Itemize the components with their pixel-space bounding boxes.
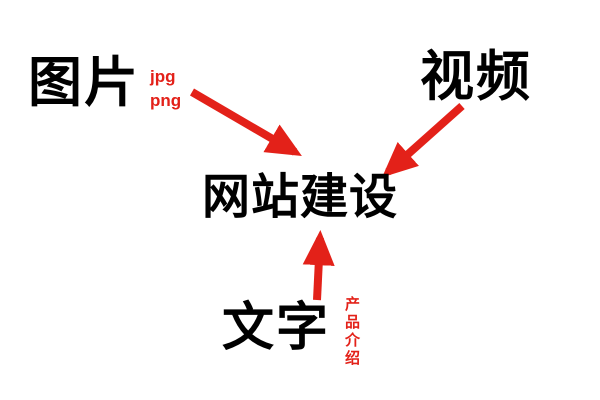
text-annotation-product-intro-label: 产品介绍: [343, 296, 360, 368]
node-video-label: 视频: [420, 47, 532, 107]
node-text-label: 文字: [222, 299, 331, 357]
images-format-png-label: png: [150, 91, 182, 110]
arrow-video-to-center-icon: [382, 103, 465, 178]
arrow-text-to-center-icon: [302, 230, 335, 301]
arrow-images-to-center-icon: [189, 88, 302, 157]
node-images-label: 图片: [28, 53, 140, 113]
node-center-label: 网站建设: [201, 171, 399, 224]
images-format-jpg-label: jpg: [150, 67, 176, 86]
